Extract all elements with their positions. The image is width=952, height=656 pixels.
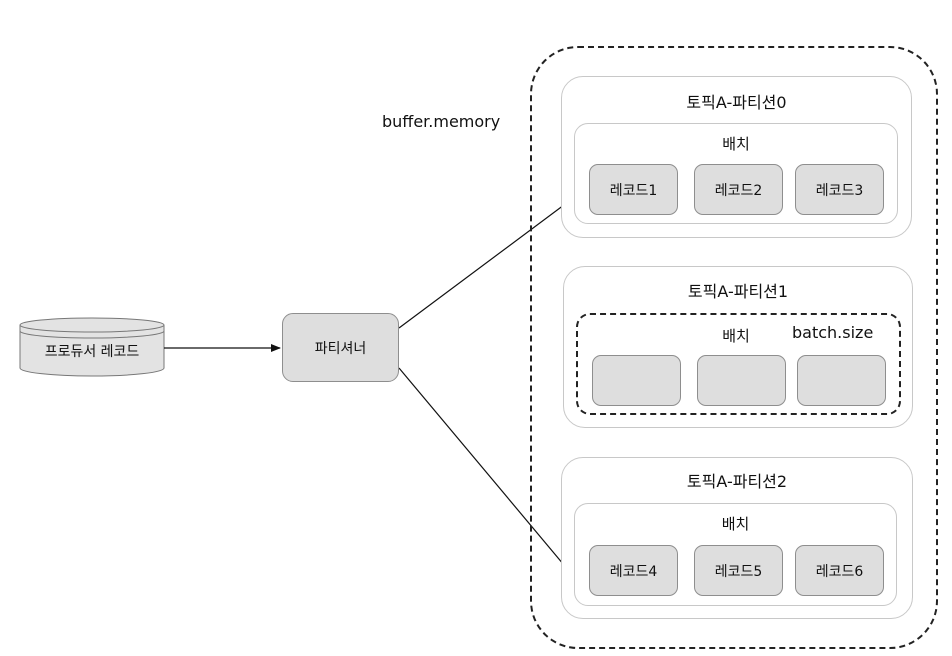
partitioner-box: 파티셔너 [282,313,399,382]
partition-2-batch-label: 배치 [721,514,750,533]
arrow-partitioner-to-partition0 [398,195,577,329]
buffer-memory-label: buffer.memory [382,112,501,131]
record-5: 레코드5 [694,545,783,596]
partition-2-title: 토픽A-파티션2 [686,472,788,491]
batch-size-label: batch.size [792,323,874,342]
record-6: 레코드6 [795,545,884,596]
empty-record-slot [797,355,886,406]
buffer-memory-region [530,46,938,649]
partition-0-title: 토픽A-파티션0 [686,93,787,112]
producer-record-label: 프로듀서 레코드 [44,344,140,360]
record-4: 레코드4 [589,545,678,596]
record-1: 레코드1 [589,164,678,215]
producer-cylinder [19,317,165,377]
arrow-partitioner-to-partition2 [398,367,575,578]
partition-0-batch-label: 배치 [722,134,750,153]
partition-1-title: 토픽A-파티션1 [687,282,789,301]
partition-1-batch-label: 배치 [722,326,750,345]
empty-record-slot [697,355,786,406]
record-2: 레코드2 [694,164,783,215]
record-3: 레코드3 [795,164,884,215]
empty-record-slot [592,355,681,406]
